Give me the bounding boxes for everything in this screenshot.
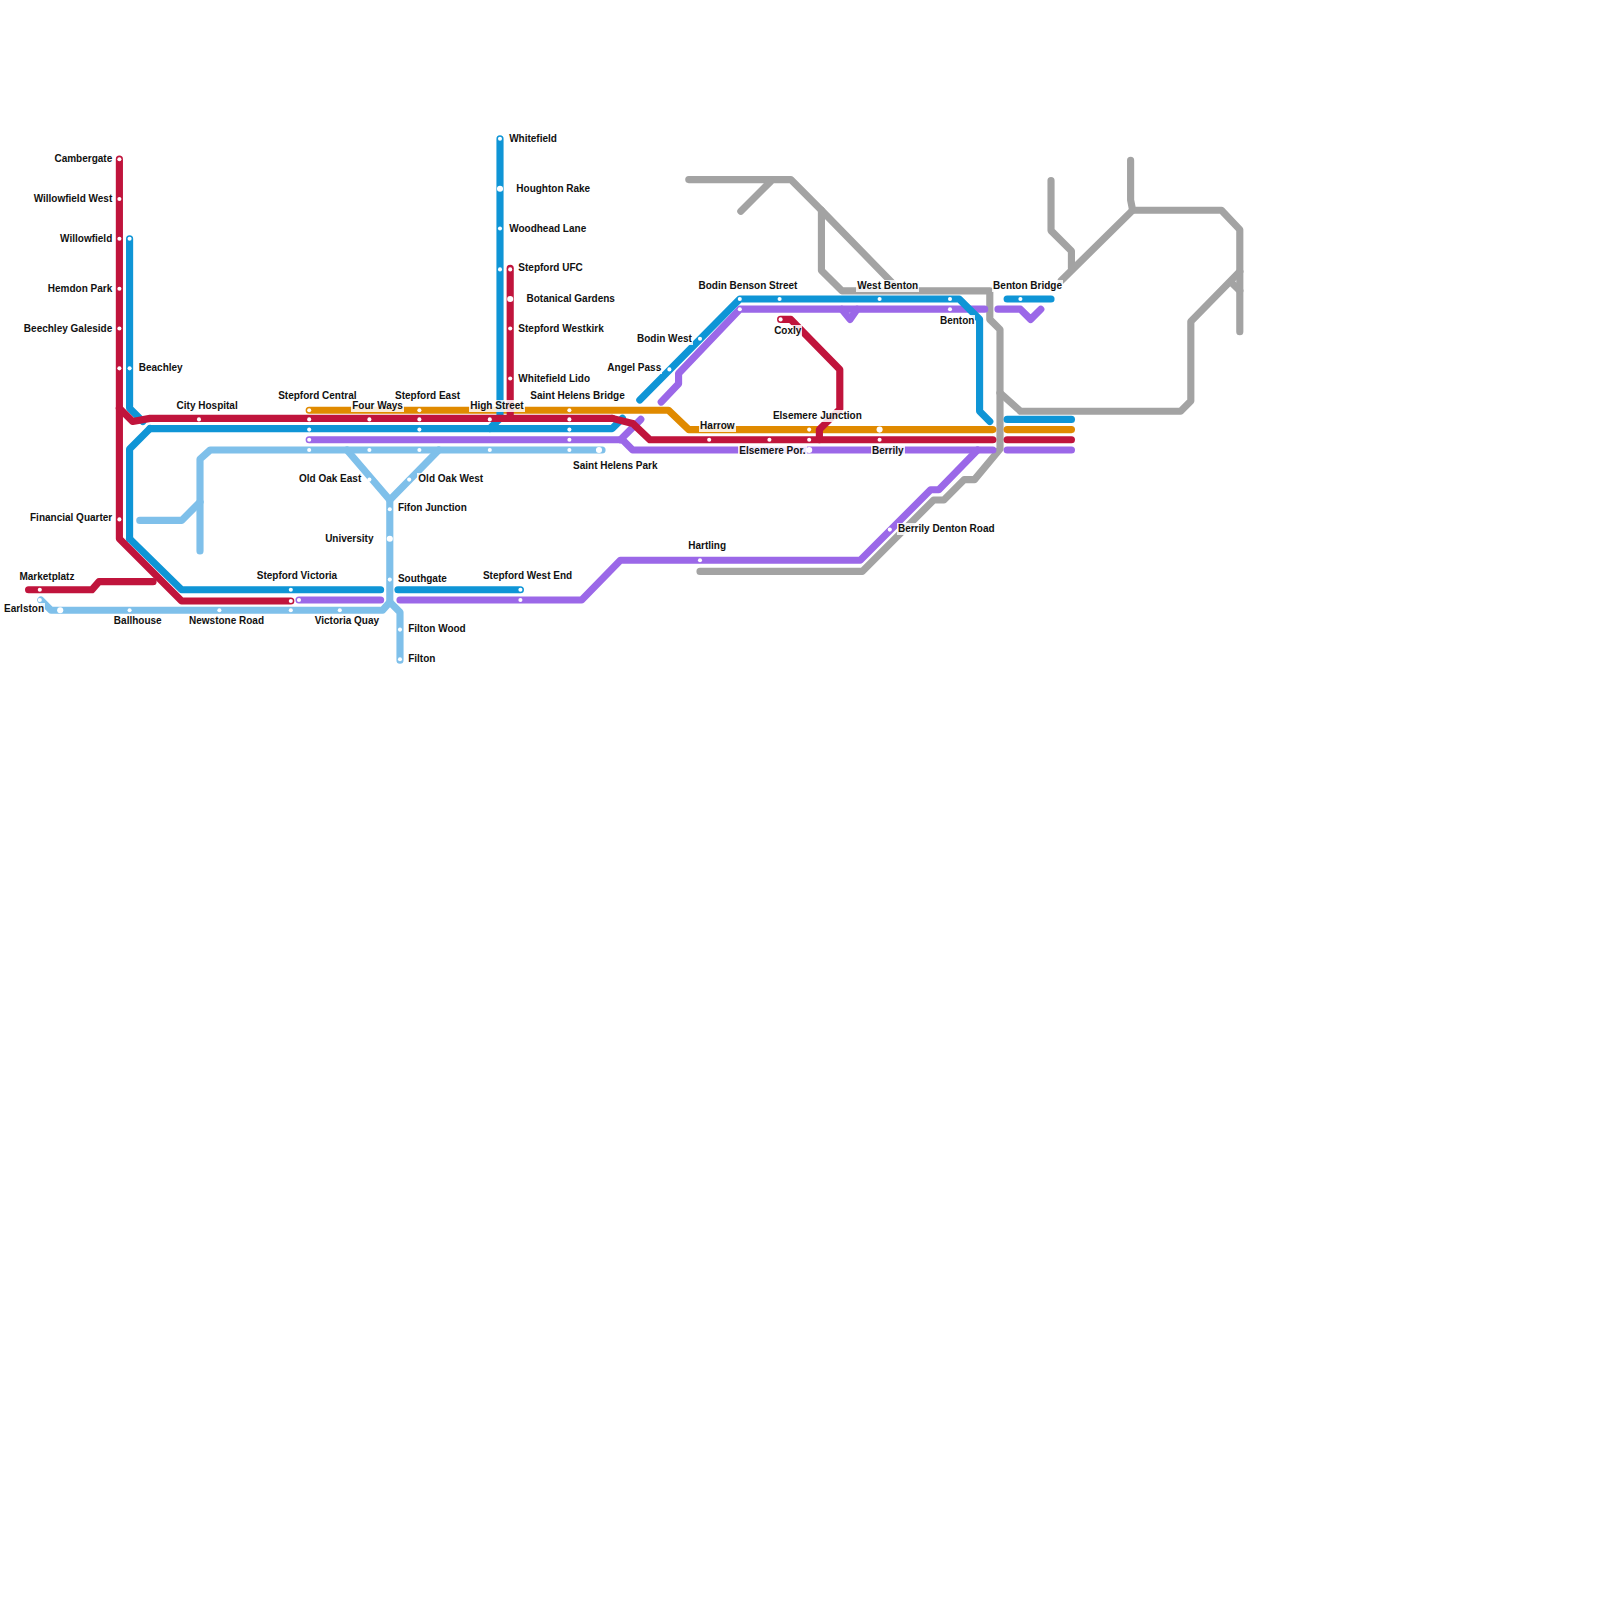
station-label: Stepford East (394, 390, 461, 402)
station-label: Stepford Victoria (256, 570, 338, 582)
station-label: Filton Wood (407, 623, 467, 635)
station-label: Stepford West End (482, 570, 573, 582)
station-label: Angel Pass (606, 362, 662, 374)
station-label: Saint Helens Park (572, 460, 658, 472)
station-label: West Benton (856, 280, 919, 292)
station-label: Ballhouse (113, 615, 163, 627)
station-label: Marketplatz (18, 571, 75, 583)
station-label: Stepford Central (277, 390, 357, 402)
station-label: Stepford Westkirk (517, 323, 604, 335)
station-label: Botanical Gardens (526, 293, 616, 305)
station-label: Harrow (699, 420, 735, 432)
station-label: Financial Quarter (29, 512, 113, 524)
station-label: Willowfield (59, 233, 113, 245)
station-label: Stepford UFC (517, 262, 583, 274)
station-label: University (324, 533, 374, 545)
station-label: Berrily Denton Road (897, 523, 996, 535)
station-label: Filton (407, 653, 436, 665)
station-label: Whitefield Lido (517, 373, 591, 385)
station-label: Woodhead Lane (508, 223, 587, 235)
station-label: Old Oak East (298, 473, 362, 485)
station-label: Bodin West (636, 333, 693, 345)
station-label: Earlston (3, 603, 45, 615)
station-label: Coxly (773, 325, 802, 337)
station-label: Whitefield (508, 133, 558, 145)
station-label: Benton Bridge (992, 280, 1063, 292)
station-label: Willowfield West (33, 193, 114, 205)
station-label: Old Oak West (417, 473, 484, 485)
station-label: City Hospital (176, 400, 239, 412)
station-label: Saint Helens Bridge (529, 390, 625, 402)
station-label: Berrily (871, 445, 905, 457)
station-label: Benton (939, 315, 975, 327)
station-label: Four Ways (351, 400, 404, 412)
station-label: Houghton Rake (515, 183, 591, 195)
station-label: Newstone Road (188, 615, 265, 627)
station-label: Elsemere Por. (738, 445, 806, 457)
station-label: Cambergate (53, 153, 113, 165)
station-label: High Street (469, 400, 524, 412)
station-label: Elsemere Junction (772, 410, 863, 422)
station-label: Victoria Quay (314, 615, 380, 627)
station-label: Hemdon Park (47, 283, 113, 295)
station-label: Fifon Junction (397, 502, 468, 514)
station-label: Bodin Benson Street (698, 280, 799, 292)
station-label: Beechley Galeside (23, 323, 113, 335)
station-label: Southgate (397, 573, 448, 585)
station-label: Hartling (687, 540, 727, 552)
station-label: Beachley (138, 362, 184, 374)
